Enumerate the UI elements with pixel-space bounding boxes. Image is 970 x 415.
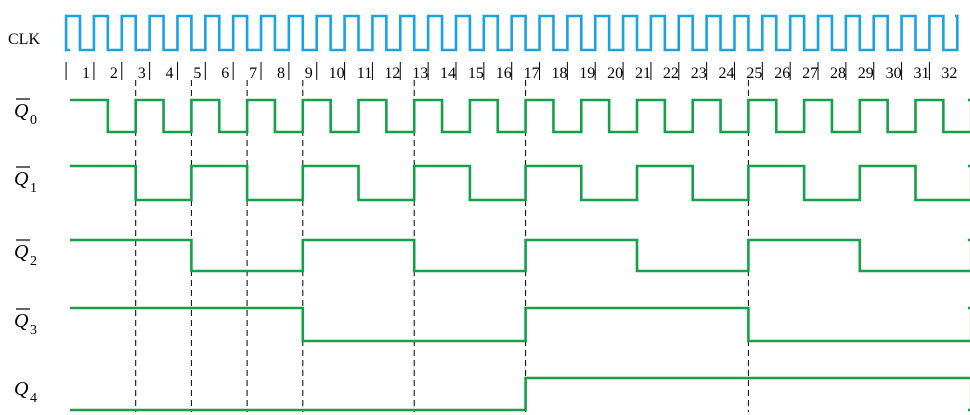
signal-subscript: 3 [30, 323, 37, 338]
pulse-number: 30 [886, 65, 902, 82]
signal-letter: Q [14, 241, 29, 263]
signal-letter: Q [14, 100, 29, 122]
pulse-number: 1 [82, 65, 90, 82]
signal-subscript: 0 [30, 113, 37, 128]
pulse-number: 12 [384, 65, 400, 82]
pulse-number: 6 [221, 65, 229, 82]
signal-subscript: 2 [30, 254, 37, 269]
signal-letter: Q [14, 168, 29, 190]
waveform-q0 [70, 98, 970, 134]
pulse-number: 16 [496, 65, 512, 82]
pulse-number: 10 [329, 65, 345, 82]
pulse-number: 24 [719, 65, 735, 82]
pulse-number: 7 [249, 65, 257, 82]
clk-label: CLK [8, 31, 40, 48]
signal-subscript: 1 [30, 181, 37, 196]
pulse-number: 20 [607, 65, 623, 82]
pulse-number: 28 [830, 65, 846, 82]
pulse-number: 2 [110, 65, 118, 82]
pulse-number: 25 [746, 65, 762, 82]
pulse-number: 31 [914, 65, 930, 82]
pulse-number: 18 [551, 65, 567, 82]
pulse-number: 15 [468, 65, 484, 82]
clk-waveform [64, 14, 959, 52]
pulse-number: 14 [440, 65, 456, 82]
pulse-number: 4 [166, 65, 174, 82]
waveform-q1 [70, 164, 970, 202]
pulse-number: 13 [412, 65, 428, 82]
signal-letter: Q [14, 310, 29, 332]
pulse-number: 32 [941, 65, 957, 82]
pulse-number: 3 [138, 65, 146, 82]
pulse-number: 23 [691, 65, 707, 82]
pulse-number: 5 [193, 65, 201, 82]
signal-letter: Q [14, 378, 29, 400]
pulse-number: 29 [858, 65, 874, 82]
pulse-number: 22 [663, 65, 679, 82]
pulse-number: 9 [305, 65, 313, 82]
guides-layer [135, 80, 749, 412]
pulse-number: 17 [524, 65, 540, 82]
waveform-q3 [70, 306, 970, 343]
waveform-q2 [70, 238, 970, 273]
pulse-number: 11 [357, 65, 372, 82]
signal-subscript: 4 [30, 391, 37, 406]
pulse-number: 26 [774, 65, 790, 82]
pulse-number: 19 [579, 65, 595, 82]
pulse-number: 8 [277, 65, 285, 82]
waveform-q4 [70, 376, 970, 412]
pulse-number: 21 [635, 65, 651, 82]
pulse-number: 27 [802, 65, 818, 82]
signal-waveforms [70, 98, 970, 412]
